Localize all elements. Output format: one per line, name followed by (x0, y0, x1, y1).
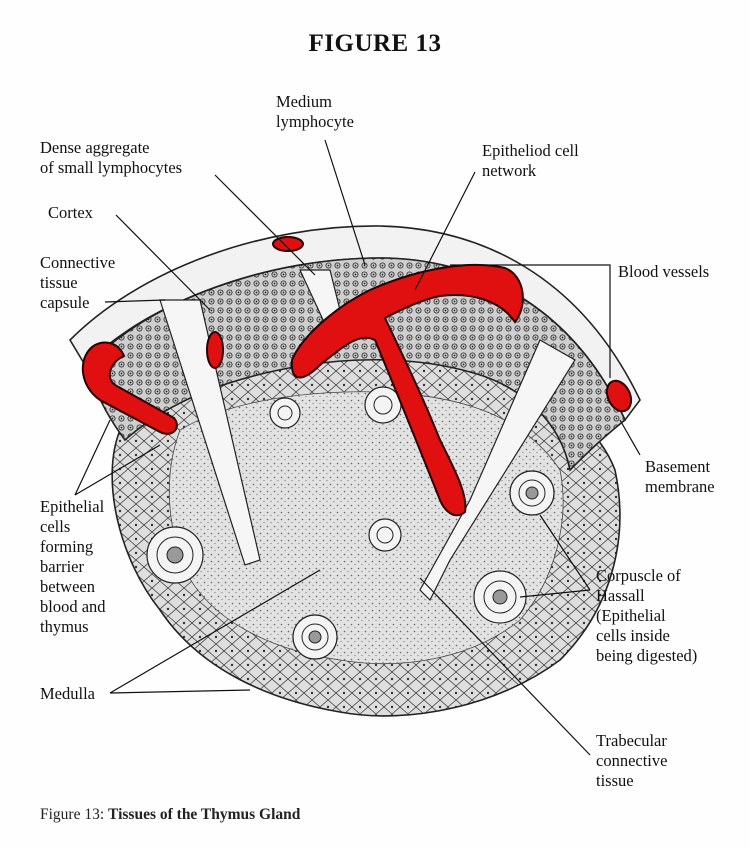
label-epithelial-barrier: Epithelial cells forming barrier between… (40, 497, 106, 636)
blood-vessel-capsule-top (272, 236, 304, 252)
label-medium-lymphocyte: Medium lymphocyte (276, 92, 354, 131)
leader-cortex (115, 214, 211, 311)
figure-caption: Figure 13: Tissues of the Thymus Gland (40, 806, 300, 824)
caption-title: Tissues of the Thymus Gland (108, 806, 301, 823)
leader-capsule (104, 299, 166, 303)
leader-epitheliod (414, 171, 476, 291)
leader-trabecular (419, 577, 591, 756)
caption-prefix: Figure 13: (40, 806, 105, 823)
label-trabecular-tissue: Trabecular connective tissue (596, 731, 668, 790)
hassall-corpuscle-3 (509, 470, 555, 516)
trabecula-left (159, 299, 261, 566)
leader-dense-aggregate (214, 174, 316, 276)
label-cortex: Cortex (48, 203, 93, 222)
leader-corpuscle-1 (539, 514, 591, 591)
blood-vessel-capsule-right (605, 379, 633, 413)
leader-basement (619, 419, 641, 456)
leader-barrier-1 (74, 419, 111, 496)
label-epitheliod-network: Epitheliod cell network (482, 141, 579, 180)
label-corpuscle-of-hassall: Corpuscle of Hassall (Epithelial cells i… (596, 566, 698, 665)
figure-title: FIGURE 13 (308, 30, 442, 57)
leader-blood-vessels-top (450, 264, 611, 273)
leader-medulla-1 (109, 569, 321, 694)
label-basement-membrane: Basement membrane (645, 457, 715, 496)
label-connective-capsule: Connective tissue capsule (40, 253, 116, 312)
blood-vessel-capsule-left (206, 331, 224, 369)
blood-vessel-left (81, 341, 178, 435)
hassall-corpuscle-1 (146, 526, 204, 584)
hassall-corpuscle-6 (269, 397, 301, 429)
leader-medulla-2 (109, 689, 251, 694)
hassall-corpuscle-4 (292, 614, 338, 660)
trabecula-right (419, 339, 576, 602)
leader-medium-lymphocyte (324, 139, 366, 266)
label-medulla: Medulla (40, 684, 95, 703)
hassall-corpuscle-7 (368, 518, 402, 552)
cortex-region (87, 257, 626, 472)
hassall-corpuscle-2 (473, 570, 527, 624)
label-blood-vessels: Blood vessels (618, 262, 710, 281)
leader-corpuscle-2 (519, 589, 591, 598)
leader-barrier-2 (74, 444, 161, 496)
label-dense-aggregate: Dense aggregate of small lymphocytes (40, 138, 183, 177)
